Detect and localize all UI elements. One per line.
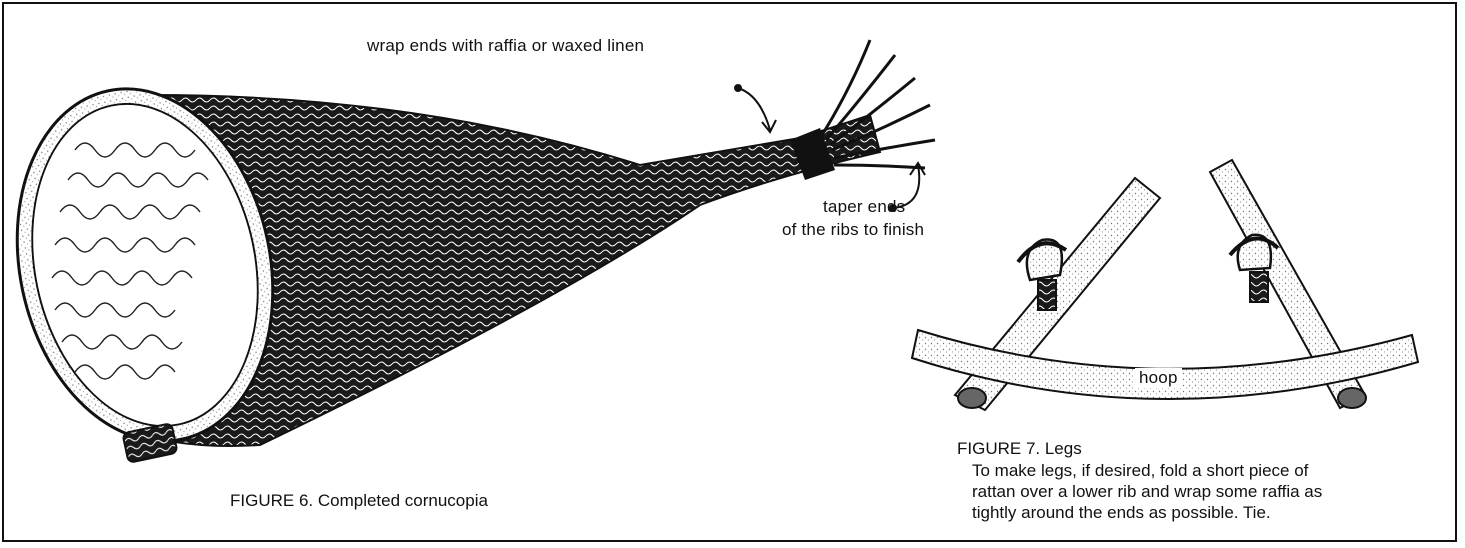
cornucopia-drawing: [0, 40, 935, 465]
wrap-ends-annotation: wrap ends with raffia or waxed linen: [367, 36, 644, 56]
taper-ends-annotation-line1: taper ends: [823, 197, 905, 217]
figure7-line3: tightly around the ends as possible. Tie…: [972, 502, 1271, 523]
figure7-line1: To make legs, if desired, fold a short p…: [972, 460, 1308, 481]
figure6-caption: FIGURE 6. Completed cornucopia: [230, 490, 488, 511]
figure7-title: FIGURE 7. Legs: [957, 438, 1082, 459]
figure7-line2: rattan over a lower rib and wrap some ra…: [972, 481, 1322, 502]
taper-ends-annotation-line2: of the ribs to finish: [782, 220, 924, 240]
hoop-label: hoop: [1135, 368, 1182, 388]
